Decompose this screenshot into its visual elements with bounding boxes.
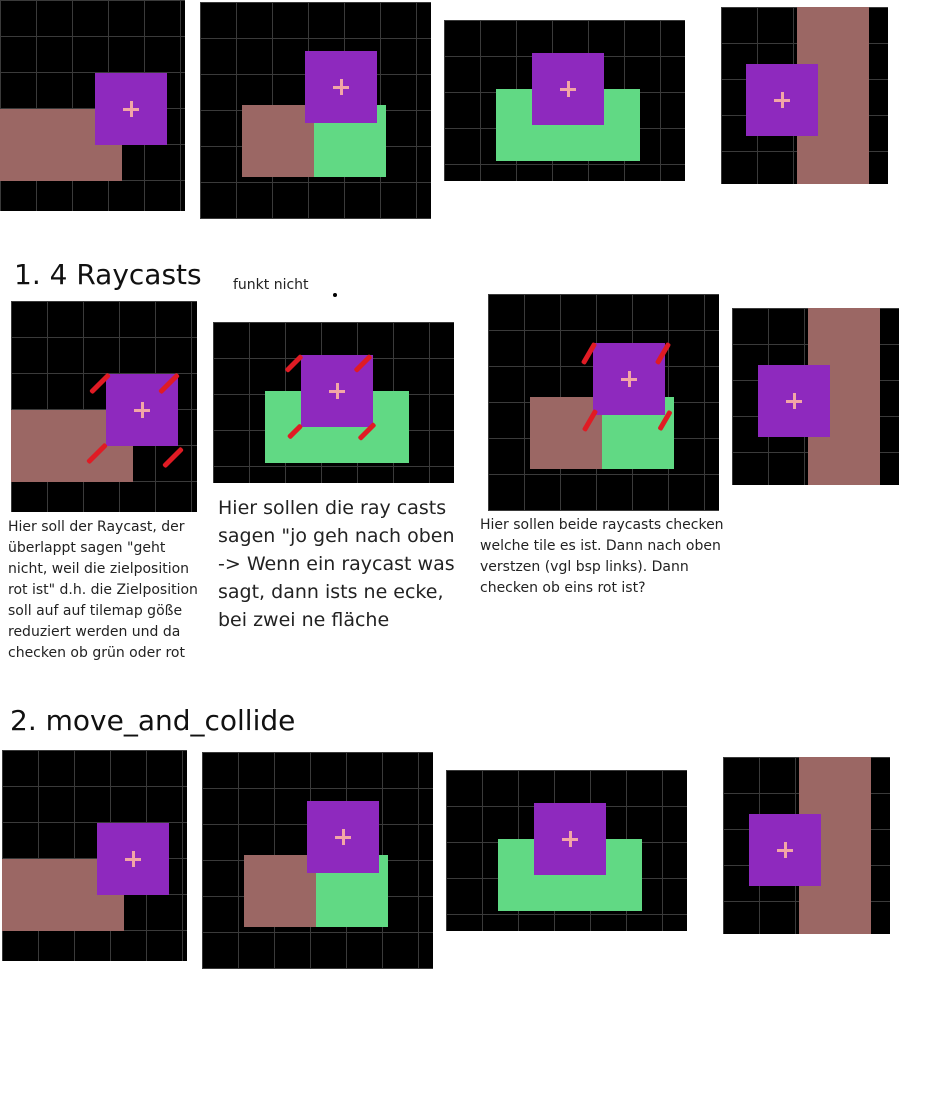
collide-scenario-red-wall	[723, 757, 890, 934]
raycast-scenario-red-wall	[732, 308, 899, 485]
raycast-scenario-green-surface	[213, 322, 454, 483]
red-tile-area	[242, 105, 314, 177]
scenario-red-wall	[721, 7, 888, 184]
crosshair-icon	[621, 371, 637, 387]
collide-scenario-red-green-edge	[202, 752, 433, 969]
dot-mark	[333, 293, 337, 297]
crosshair-icon	[329, 383, 345, 399]
crosshair-icon	[562, 831, 578, 847]
note-red-green-edge: Hier sollen beide raycasts checken welch…	[480, 517, 724, 596]
red-tile-area	[244, 855, 316, 927]
raycast-scenario-corner-red	[11, 301, 197, 512]
crosshair-icon	[134, 402, 150, 418]
crosshair-icon	[786, 393, 802, 409]
crosshair-icon	[333, 79, 349, 95]
crosshair-icon	[774, 92, 790, 108]
note-corner-red: Hier soll der Raycast, der überlappt sag…	[8, 519, 198, 661]
scenario-green-surface	[444, 20, 685, 181]
raycast-bottom-right	[162, 446, 184, 469]
red-tile-area	[530, 397, 602, 469]
scenario-red-green-edge	[200, 2, 431, 219]
collide-scenario-green-surface	[446, 770, 687, 931]
crosshair-icon	[123, 101, 139, 117]
collide-scenario-corner-red	[2, 750, 187, 961]
scenario-corner-red	[0, 0, 185, 211]
section-heading-raycasts: 1. 4 Raycasts	[14, 258, 202, 291]
section-heading-move-and-collide: 2. move_and_collide	[10, 704, 296, 737]
side-note-funkt-nicht: funkt nicht	[233, 277, 309, 293]
crosshair-icon	[560, 81, 576, 97]
crosshair-icon	[335, 829, 351, 845]
crosshair-icon	[777, 842, 793, 858]
raycast-scenario-red-green-edge	[488, 294, 719, 511]
crosshair-icon	[125, 851, 141, 867]
note-green-surface: Hier sollen die ray casts sagen "jo geh …	[218, 497, 455, 631]
